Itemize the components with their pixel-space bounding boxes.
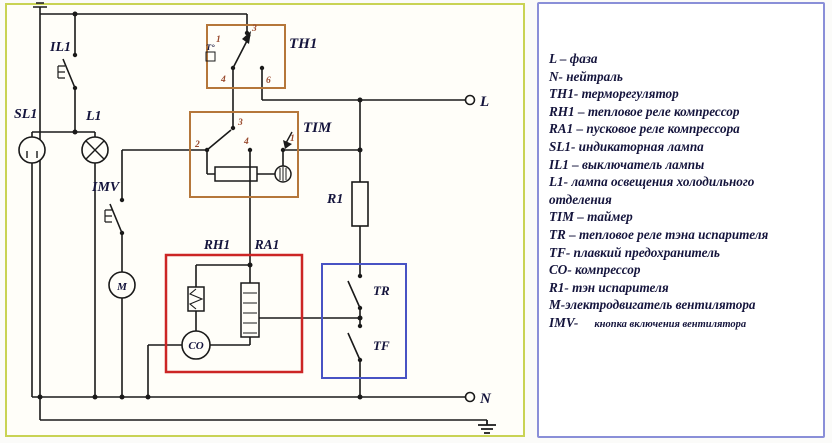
- ground-icon: [478, 420, 496, 434]
- neutral-terminal-circle: [464, 391, 476, 403]
- legend-item-co: CO- компрессор: [549, 262, 641, 278]
- junction-dots: [37, 11, 363, 400]
- starting-relay-box: [164, 253, 304, 374]
- legend-item-rh1: RH1 – тепловое реле компрессор: [549, 103, 740, 119]
- sl1-label: SL1: [14, 107, 37, 122]
- rh1-heater-zigzag: [188, 288, 204, 310]
- imv-label: IMV: [91, 180, 121, 195]
- th1-label: TH1: [289, 36, 317, 52]
- tim-motor-hatch: [279, 167, 287, 181]
- phase-terminal-label: L: [479, 94, 489, 110]
- legend-item-sl1: SL1- индикаторная лампа: [549, 138, 704, 154]
- schematic-frame: [5, 3, 525, 437]
- tim-label: TIM: [303, 120, 332, 136]
- r1-label: R1: [326, 192, 343, 207]
- legend-item-th1: TH1- терморегулятор: [549, 86, 679, 102]
- il1-actuator-mark: [57, 65, 65, 79]
- schematic-panel: Т° M: [5, 2, 525, 437]
- r1-heater-resistor: [351, 181, 369, 227]
- th1-contact-3: 3: [251, 24, 257, 34]
- tim-contact-2: 2: [194, 140, 200, 150]
- th1-sensor-square: [205, 51, 216, 62]
- rh1-thermal-relay: [187, 286, 205, 312]
- legend-item-imv: IMV-кнопка включения вентилятора: [549, 314, 815, 334]
- neutral-terminal-label: N: [479, 391, 492, 407]
- contact-dots: [72, 30, 363, 363]
- l1-label: L1: [85, 109, 102, 124]
- legend-item-ra1: RA1 – пусковое реле компрессора: [549, 121, 740, 137]
- tf-label: TF: [373, 338, 390, 353]
- th1-contact-4: 4: [220, 75, 226, 85]
- tim-contact-4: 4: [243, 137, 249, 147]
- th1-temp-mark: Т°: [206, 42, 215, 52]
- th1-thermostat-box: [206, 24, 286, 89]
- legend-item-tf: TF- плавкий предохранитель: [549, 244, 720, 260]
- tim-contact-3: 3: [237, 118, 243, 128]
- legend-imv-abbr: IMV-: [549, 314, 579, 330]
- legend-item-m: М-электродвигатель вентилятора: [549, 297, 756, 313]
- legend-item-l1: L1- лампа освещения холодильного отделен…: [549, 174, 755, 207]
- imv-actuator-mark: [104, 209, 112, 223]
- phase-terminal-circle: [464, 94, 476, 106]
- ra1-coil-ticks: [243, 292, 257, 334]
- fan-motor-letter: M: [116, 281, 128, 293]
- legend-item-il1: IL1 – выключатель лампы: [549, 156, 705, 172]
- th1-thermostat: Т°: [205, 42, 216, 62]
- tim-contact-1: 1: [290, 134, 295, 144]
- fan-motor: M: [108, 271, 136, 299]
- legend-panel: L – фаза N- нейтраль TH1- терморегулятор…: [537, 2, 825, 438]
- tim-timer-box: [189, 111, 299, 198]
- ra1-start-relay: [240, 282, 260, 338]
- legend-item-l: L – фаза: [549, 51, 598, 66]
- tr-tf-protection-box: [321, 263, 407, 379]
- wiring-schematic: Т° M: [5, 2, 525, 437]
- il1-label: IL1: [49, 40, 71, 55]
- compressor: CO: [181, 330, 211, 360]
- tim-heater-resistor: [214, 166, 258, 182]
- ra1-label: RA1: [254, 237, 280, 252]
- legend-item-tr: TR – тепловое реле тэна испарителя: [549, 226, 769, 242]
- switch-arms: [62, 34, 361, 361]
- tim-contact1-arrow: [283, 140, 292, 149]
- legend-item-r1: R1- тэн испарителя: [549, 279, 669, 295]
- tim-arrow-shaft: [285, 131, 293, 144]
- legend-item-tim: TIM – таймер: [549, 209, 633, 225]
- th1-contact-6: 6: [266, 76, 271, 86]
- l1-lamp: [81, 136, 109, 164]
- sl1-filament: [26, 151, 38, 158]
- supply-symbol: [33, 2, 47, 14]
- rh1-label: RH1: [203, 237, 230, 252]
- sl1-indicator-lamp: [18, 136, 46, 164]
- l1-cross: [85, 140, 105, 160]
- tr-label: TR: [373, 283, 390, 298]
- th1-contact-1: 1: [216, 35, 221, 45]
- tim-motor: [274, 165, 292, 183]
- compressor-letters: CO: [188, 340, 203, 352]
- legend-item-n: N- нейтраль: [549, 68, 623, 84]
- legend-imv-desc: кнопка включения вентилятора: [594, 318, 747, 330]
